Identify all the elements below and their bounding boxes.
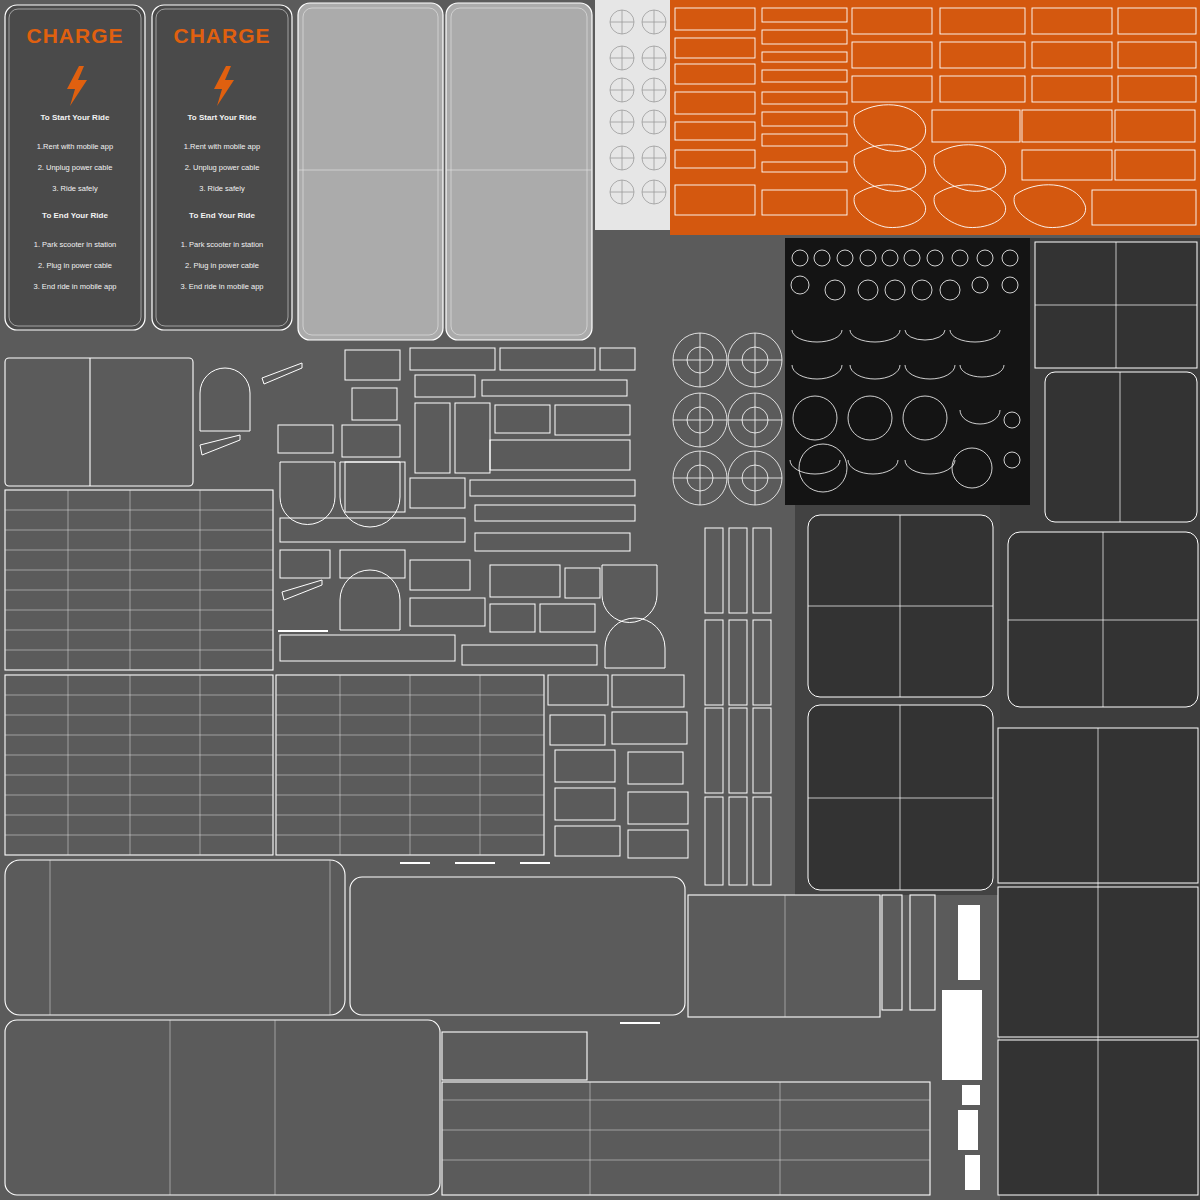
instruction-panel: CHARGE To Start Your Ride 1.Rent with mobi… [152, 5, 292, 330]
instruction-step: 1. Park scooter in station [181, 240, 264, 250]
instruction-step: 3. End ride in mobile app [181, 282, 264, 292]
instruction-step: 2. Plug in power cable [185, 261, 259, 271]
instruction-step: 2. Plug in power cable [38, 261, 112, 271]
section-heading: To End Your Ride [42, 211, 108, 221]
instruction-step: 3. End ride in mobile app [34, 282, 117, 292]
instruction-step: 1.Rent with mobile app [184, 142, 260, 152]
instruction-step: 1. Park scooter in station [34, 240, 117, 250]
brand-title: CHARGE [173, 24, 270, 48]
instruction-step: 2. Unplug power cable [185, 163, 260, 173]
instruction-step: 3. Ride safely [52, 184, 97, 194]
brand-title: CHARGE [26, 24, 123, 48]
section-heading: To Start Your Ride [188, 113, 257, 123]
instruction-panel: CHARGE To Start Your Ride 1.Rent with mobi… [5, 5, 145, 330]
instruction-step: 1.Rent with mobile app [37, 142, 113, 152]
section-heading: To End Your Ride [189, 211, 255, 221]
section-heading: To Start Your Ride [41, 113, 110, 123]
instruction-step: 2. Unplug power cable [38, 163, 113, 173]
instruction-step: 3. Ride safely [199, 184, 244, 194]
